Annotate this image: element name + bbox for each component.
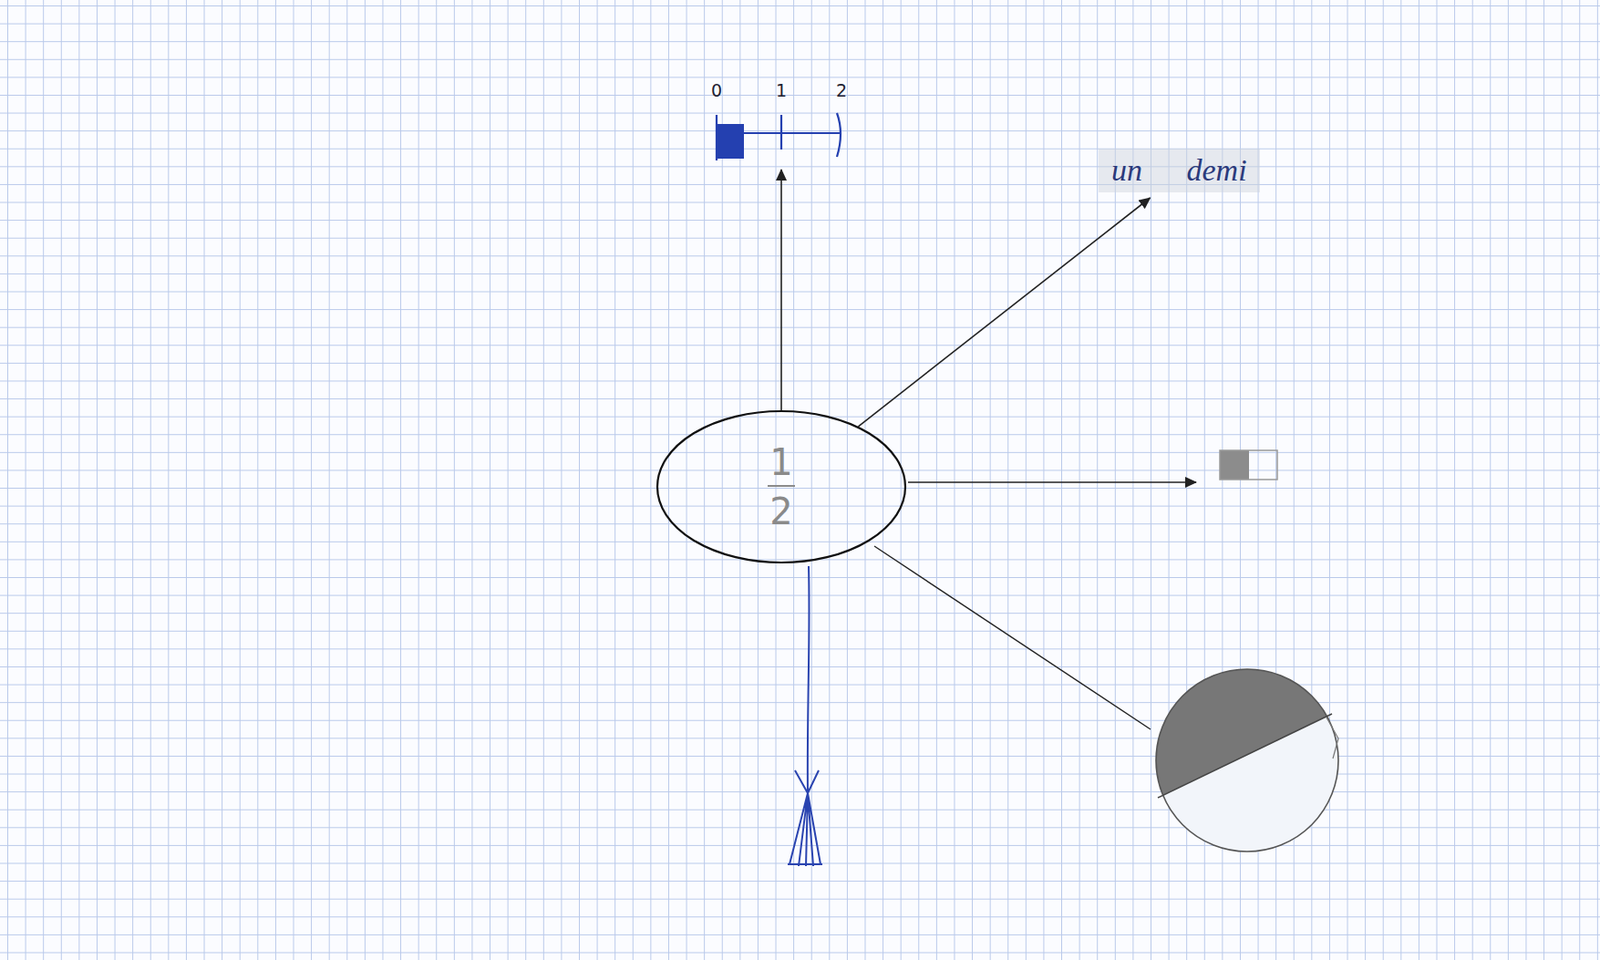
- tick-label: 0: [705, 80, 728, 101]
- number-line: 0 1 2: [708, 80, 855, 165]
- arrow-line: [908, 481, 1197, 484]
- leader-line: [874, 546, 1151, 730]
- arrow-connector: [857, 197, 1150, 427]
- numerator: 1: [769, 442, 793, 483]
- tick-label: 1: [770, 80, 793, 101]
- fraction-ellipse: 12: [655, 409, 908, 565]
- denominator: 2: [769, 491, 793, 532]
- tick-label: 2: [830, 80, 853, 101]
- blue-tassel: [787, 566, 823, 867]
- word-band: un demi: [1098, 148, 1260, 193]
- fraction-bar: [767, 485, 795, 487]
- half-circle: [1094, 638, 1404, 876]
- ellipse-outline: [655, 409, 908, 565]
- arrow-connector: [780, 169, 783, 411]
- half-rectangle: [1219, 450, 1278, 480]
- fraction-word: un demi: [1111, 152, 1248, 189]
